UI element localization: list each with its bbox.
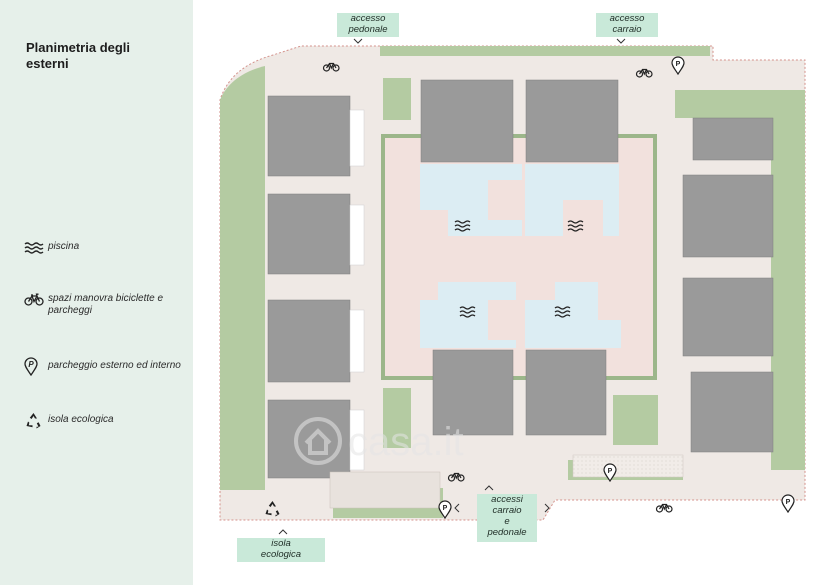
building-n2	[525, 79, 619, 163]
legend-item-pool: piscina	[24, 241, 189, 259]
building-e4	[690, 371, 774, 453]
building-e3	[682, 277, 774, 357]
legend-label-pool: piscina	[48, 241, 80, 252]
callout-isola-line1: isola	[271, 538, 291, 549]
pool-wave-icons	[454, 220, 584, 318]
watermark: casa.it	[290, 413, 550, 469]
svg-text:P: P	[676, 61, 681, 68]
green-west	[220, 66, 265, 490]
callout-accesso-pedonale: accesso pedonale	[337, 13, 399, 37]
callout-carraio-line1: accesso	[609, 13, 645, 24]
site-plan: P P P P accesso pedonale accesso carraio…	[193, 0, 828, 585]
house-logo-icon	[294, 417, 342, 465]
callout-pedonale-line1: accesso	[350, 13, 386, 24]
green-north	[380, 46, 710, 56]
parking-pins: P P P P	[438, 56, 795, 520]
building-w2	[267, 193, 351, 275]
green-east	[771, 90, 805, 470]
legend-title: Planimetria degli esterni	[26, 40, 186, 72]
legend-title-line1: Planimetria degli	[26, 40, 131, 55]
building-n1	[420, 79, 514, 163]
callout-pedonale-line2: pedonale	[348, 24, 388, 35]
callout-carraio-line2: carraio	[612, 24, 642, 35]
building-s2	[525, 349, 607, 436]
building-e2	[682, 174, 774, 258]
legend-item-bicycle: spazi manovra biciclette e parcheggi	[24, 293, 189, 317]
legend-label-bicycle-line2: parcheggi	[48, 305, 92, 316]
legend-label-parking: parcheggio esterno ed interno	[48, 360, 181, 371]
recycle-icon	[24, 412, 46, 434]
callout-isola-line2: ecologica	[260, 549, 302, 560]
site-plan-drawing: P P P P	[219, 38, 806, 535]
legend-label-recycle: isola ecologica	[48, 414, 114, 425]
callout-accessi-line4: pedonale	[487, 527, 527, 538]
svg-text:P: P	[28, 360, 34, 369]
callout-isola-ecologica: isola ecologica	[237, 538, 325, 562]
legend-item-recycle: isola ecologica	[24, 412, 189, 434]
legend-title-line2: esterni	[26, 56, 69, 71]
recycle-island-icon	[265, 501, 280, 517]
svg-text:P: P	[786, 499, 791, 506]
callout-accessi-line3: e	[504, 516, 510, 527]
svg-text:P: P	[443, 505, 448, 512]
callout-accesso-carraio: accesso carraio	[596, 13, 658, 37]
building-s1	[432, 349, 514, 436]
svg-text:P: P	[608, 468, 613, 475]
watermark-text: casa.it	[348, 420, 464, 464]
legend-panel: Planimetria degli esterni piscina spazi …	[0, 0, 193, 585]
legend-item-parking: P parcheggio esterno ed interno	[24, 357, 189, 380]
building-w1	[267, 95, 351, 177]
access-arrows	[278, 38, 626, 535]
callout-accessi-line2: carraio	[492, 505, 522, 516]
building-w3	[267, 299, 351, 383]
building-e1	[692, 117, 774, 161]
callout-accessi-line1: accessi	[491, 494, 523, 505]
bicycle-markers	[322, 62, 673, 513]
waves-icon	[24, 241, 46, 259]
legend-label-bicycle-line1: spazi manovra biciclette e	[48, 293, 164, 304]
callout-accessi: accessi carraio e pedonale	[477, 494, 537, 542]
bicycle-icon	[24, 293, 46, 310]
parking-pin-icon: P	[24, 357, 46, 380]
